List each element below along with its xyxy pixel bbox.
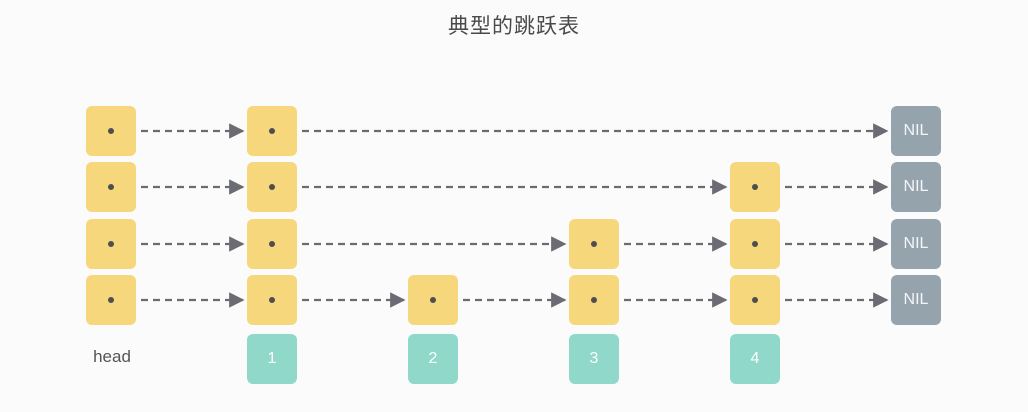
node-1-level-2 [247, 219, 297, 269]
node-3-level-1 [569, 275, 619, 325]
head-node-level-1 [86, 275, 136, 325]
key-label-3: 3 [569, 334, 619, 384]
pointer-dot [591, 297, 597, 303]
head-label: head [93, 347, 131, 366]
pointer-dot [108, 297, 114, 303]
head-node-level-3 [86, 162, 136, 212]
diagram-title: 典型的跳跃表 [448, 14, 580, 38]
key-label-1: 1 [247, 334, 297, 384]
node-4-level-1 [730, 275, 780, 325]
node-4-level-2 [730, 219, 780, 269]
head-node-level-2 [86, 219, 136, 269]
node-1-level-3 [247, 162, 297, 212]
pointer-dot [269, 184, 275, 190]
nil-node-level-1: NIL [891, 275, 941, 325]
pointer-dot [752, 241, 758, 247]
node-2-level-1 [408, 275, 458, 325]
pointer-dot [752, 297, 758, 303]
node-3-level-2 [569, 219, 619, 269]
pointer-dot [108, 128, 114, 134]
node-4-level-3 [730, 162, 780, 212]
key-label-4: 4 [730, 334, 780, 384]
node-1-level-1 [247, 275, 297, 325]
pointer-dot [752, 184, 758, 190]
nil-node-level-4: NIL [891, 106, 941, 156]
pointer-dot [108, 241, 114, 247]
pointer-dot [269, 297, 275, 303]
key-label-2: 2 [408, 334, 458, 384]
pointer-dot [430, 297, 436, 303]
pointer-dot [591, 241, 597, 247]
pointer-dot [108, 184, 114, 190]
head-node-level-4 [86, 106, 136, 156]
node-1-level-4 [247, 106, 297, 156]
nil-node-level-2: NIL [891, 219, 941, 269]
pointer-dot [269, 128, 275, 134]
pointer-dot [269, 241, 275, 247]
nil-node-level-3: NIL [891, 162, 941, 212]
